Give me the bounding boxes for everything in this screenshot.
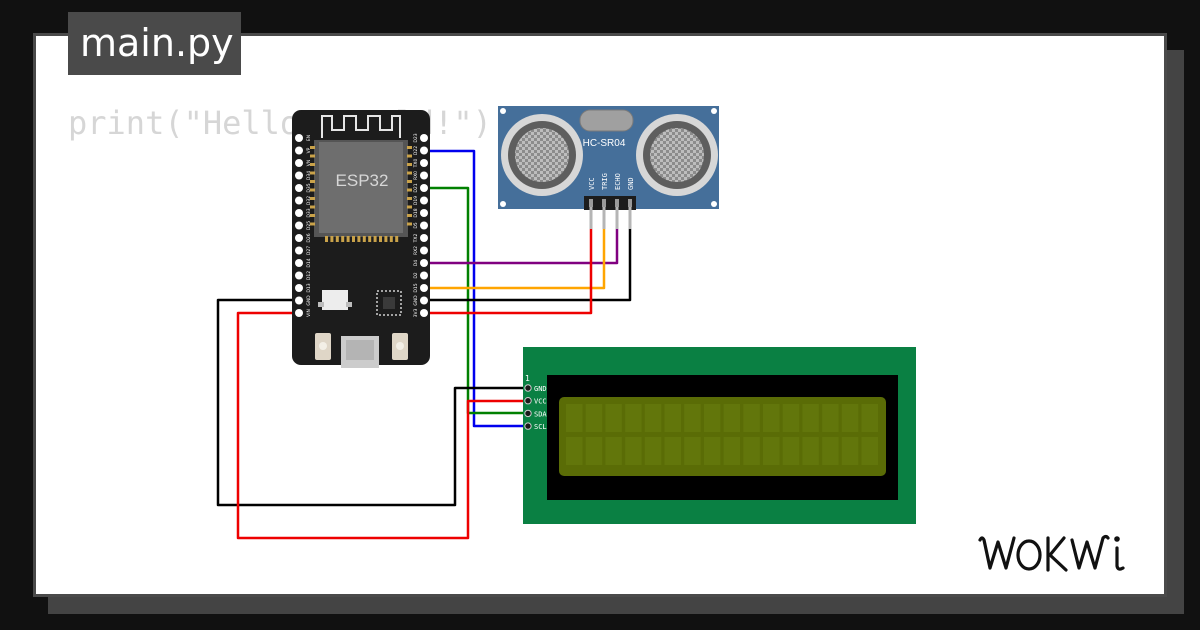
wire-orange-trig[interactable] xyxy=(424,228,606,290)
sensor-pin-label: ECHO xyxy=(614,173,622,190)
esp32-pin-label: D13 xyxy=(306,283,312,292)
esp32-pin-label: TX2 xyxy=(413,234,419,244)
esp32-pin-d18[interactable] xyxy=(420,209,428,217)
lcd-character-grid xyxy=(566,404,878,465)
esp32-right-header xyxy=(420,134,428,317)
esp32-pin-d12[interactable] xyxy=(295,271,303,280)
esp32-pin-label: D15 xyxy=(413,283,419,292)
esp32-pin-label: TX0 xyxy=(413,159,419,169)
esp32-pin-label: D12 xyxy=(306,271,312,280)
esp32-pin-d4[interactable] xyxy=(420,259,428,267)
esp32-pin-label: D34 xyxy=(306,171,312,180)
esp32-pin-label: 3V3 xyxy=(413,308,419,317)
esp32-pin-label: RX2 xyxy=(413,246,419,255)
esp32-pin-label: D5 xyxy=(413,222,419,228)
lcd-pin-gnd[interactable] xyxy=(524,384,532,392)
lcd-pin-sda[interactable] xyxy=(524,409,532,418)
wire-red-vcc-lcd[interactable] xyxy=(236,311,528,540)
esp32-pin-d19[interactable] xyxy=(420,196,428,205)
esp32-pin-d22[interactable] xyxy=(420,146,428,155)
esp32-pin-label: GND xyxy=(413,295,419,306)
sensor-pin-label: TRIG xyxy=(601,173,609,190)
esp32-pin-label: VIN xyxy=(306,309,312,317)
esp32-pin-label: D32 xyxy=(306,196,312,205)
sensor-pin-label: GND xyxy=(627,177,635,190)
esp32-pin-label: D22 xyxy=(413,146,419,155)
esp32-pin-tx0[interactable] xyxy=(420,159,428,167)
wire-red-vcc-sensor[interactable] xyxy=(424,228,593,315)
esp32-pin-d27[interactable] xyxy=(295,246,303,255)
esp32-board[interactable]: ESP32 ENVPVND34D35D32D33D25D26D27D14D12D… xyxy=(292,110,430,368)
esp32-pin-rx0[interactable] xyxy=(420,171,428,180)
esp32-pin-3v3[interactable] xyxy=(420,309,428,317)
esp32-pin-label: D19 xyxy=(413,196,419,205)
esp32-pin-d34[interactable] xyxy=(295,171,303,180)
crystal-oscillator xyxy=(579,109,634,132)
esp32-pin-d15[interactable] xyxy=(420,284,428,292)
esp32-pin-d23[interactable] xyxy=(420,134,428,142)
esp32-pin-label: D35 xyxy=(306,183,312,192)
lcd-pin-scl[interactable] xyxy=(524,422,532,430)
esp32-pin-label: D26 xyxy=(306,233,312,242)
transducer-left xyxy=(501,114,583,196)
wire-black-gnd-lcd[interactable] xyxy=(216,298,528,507)
esp32-pin-label: EN xyxy=(306,135,312,141)
esp32-pin-d13[interactable] xyxy=(295,284,303,292)
esp32-pin-label: D21 xyxy=(413,183,419,192)
esp32-pin-label: D25 xyxy=(306,221,312,230)
sensor-pin-gnd[interactable] xyxy=(628,207,632,229)
esp32-pin-gnd[interactable] xyxy=(420,296,428,305)
antenna-icon xyxy=(321,115,401,138)
esp32-chip-label: ESP32 xyxy=(336,171,389,190)
esp32-pin-d25[interactable] xyxy=(295,221,303,230)
file-tab[interactable]: main.py xyxy=(68,12,241,75)
esp32-pin-d14[interactable] xyxy=(295,259,303,267)
hc-sr04-sensor[interactable]: HC-SR04 VCC TRIG ECHO GND xyxy=(498,106,719,229)
lcd-pin-label: SCL xyxy=(534,423,547,431)
esp32-pin-d2[interactable] xyxy=(420,271,428,280)
sensor-pin-echo[interactable] xyxy=(615,207,619,229)
lcd-pin-label: VCC xyxy=(534,398,547,406)
esp32-pin-label: RX0 xyxy=(413,171,419,180)
esp32-pin-tx2[interactable] xyxy=(420,234,428,242)
esp32-pin-label: D4 xyxy=(413,260,419,266)
lcd1602-display[interactable]: 1 GND VCC SDA SCL xyxy=(523,347,916,524)
sensor-pin-trig[interactable] xyxy=(602,207,606,229)
esp32-pin-d32[interactable] xyxy=(295,196,303,205)
esp32-pin-label: D33 xyxy=(306,208,312,217)
esp32-pin-d33[interactable] xyxy=(295,209,303,217)
esp32-pin-label: GND xyxy=(306,295,312,306)
esp32-left-header xyxy=(295,134,303,317)
voltage-regulator xyxy=(322,290,348,310)
esp32-pin-en[interactable] xyxy=(295,134,303,142)
esp32-pin-vn[interactable] xyxy=(295,159,303,167)
esp32-pin-d21[interactable] xyxy=(420,184,428,192)
esp32-pin-d5[interactable] xyxy=(420,221,428,230)
esp32-pin-label: D14 xyxy=(306,258,312,267)
esp32-pin-label: VN xyxy=(306,160,312,166)
wokwi-logo xyxy=(978,534,1125,572)
wire-black-gnd-sensor[interactable] xyxy=(424,228,632,302)
esp32-pin-gnd[interactable] xyxy=(295,296,303,305)
esp32-pin-label: D23 xyxy=(413,133,419,142)
sensor-pin-label: VCC xyxy=(588,177,596,190)
transducer-right xyxy=(636,114,718,196)
esp32-pin-vp[interactable] xyxy=(295,146,303,155)
lcd-pin1-marker: 1 xyxy=(525,374,530,383)
sensor-label: HC-SR04 xyxy=(583,138,626,149)
esp32-pin-label: D2 xyxy=(413,272,419,278)
esp32-pin-d26[interactable] xyxy=(295,234,303,242)
sensor-pin-vcc[interactable] xyxy=(589,207,593,229)
esp32-pin-label: D27 xyxy=(306,246,312,255)
lcd-pin-vcc[interactable] xyxy=(524,397,532,405)
lcd-pin-label: GND xyxy=(534,385,547,393)
esp32-pin-label: VP xyxy=(306,147,312,153)
esp32-pin-label: D18 xyxy=(413,208,419,217)
lcd-pin-label: SDA xyxy=(534,410,547,418)
esp32-pin-d35[interactable] xyxy=(295,184,303,192)
esp32-pin-vin[interactable] xyxy=(295,309,303,317)
wire-purple-echo[interactable] xyxy=(424,228,619,265)
esp32-pin-rx2[interactable] xyxy=(420,246,428,255)
